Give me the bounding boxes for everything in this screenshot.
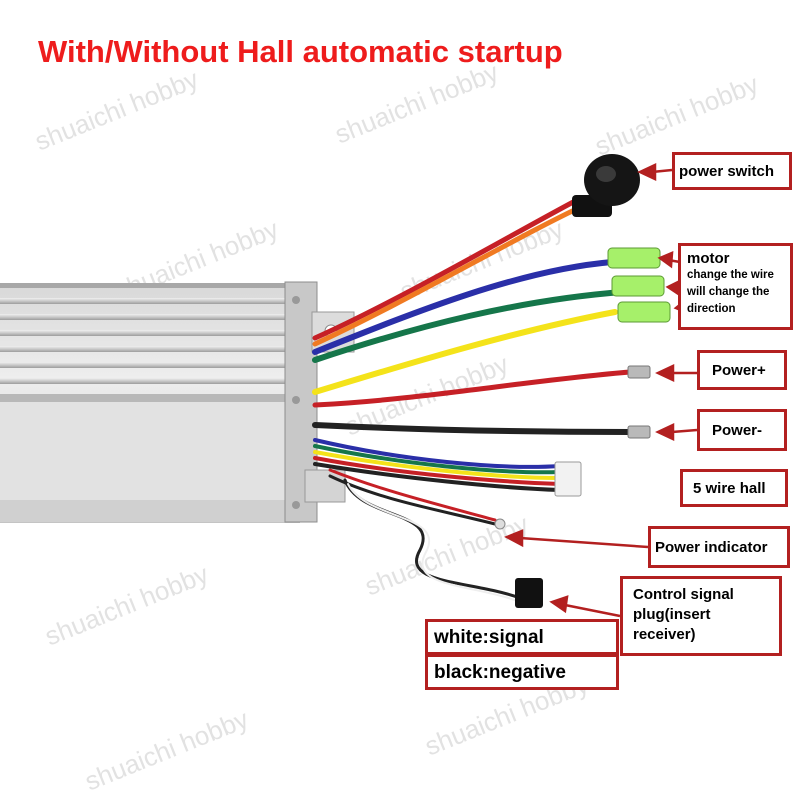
label-power-plus: Power+ [697,350,787,390]
page-title: With/Without Hall automatic startup [38,34,563,69]
power-indicator-led [494,518,506,530]
power-plus-terminal [627,365,651,379]
label-white-signal: white:signal [425,619,619,655]
hall-connector [554,461,582,497]
power-minus-terminal [627,425,651,439]
control-signal-plug [515,578,543,608]
label-black-negative: black:negative [425,654,619,690]
wire-bundle [312,197,633,603]
controller-housing [0,281,355,523]
label-hall: 5 wire hall [680,469,788,507]
label-control-signal: Control signal plug(insert receiver) [620,576,782,656]
callout-arrows [504,163,698,618]
label-power-switch: power switch [672,152,792,190]
label-motor: motor change the wire will change the di… [678,243,793,330]
label-motor-heading: motor [687,250,730,267]
label-power-indicator: Power indicator [648,526,790,568]
motor-connectors [607,247,671,323]
label-motor-note: change the wire will change the directio… [687,269,774,315]
label-power-minus: Power- [697,409,787,451]
power-switch-photo [572,154,640,217]
